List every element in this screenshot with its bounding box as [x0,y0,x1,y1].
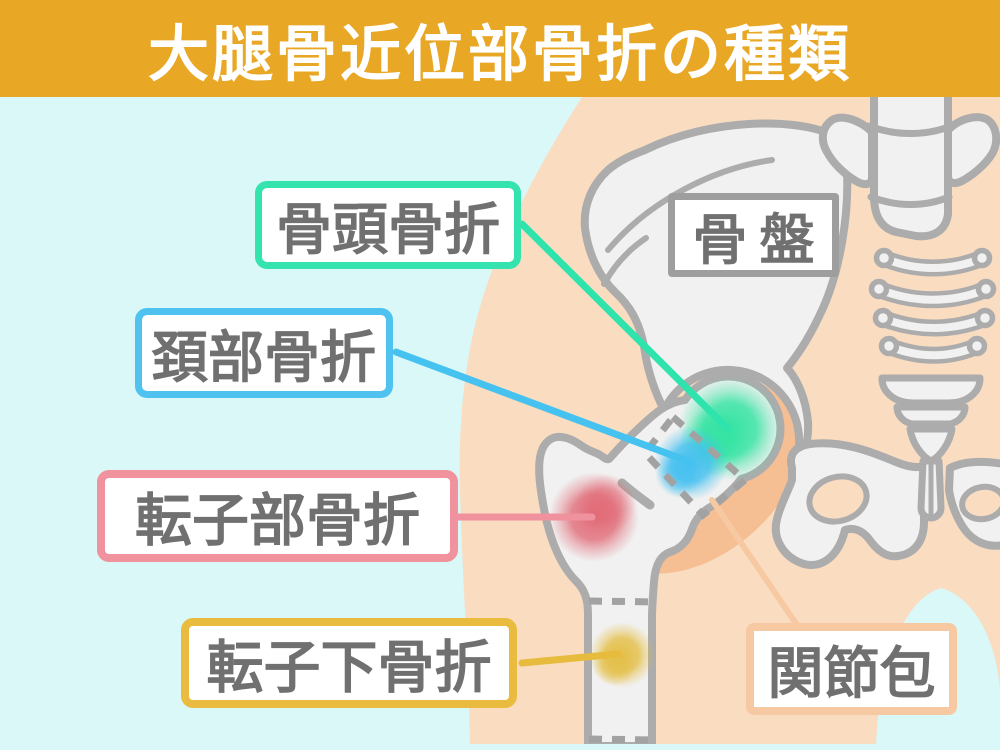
pointer-line-head-fracture [518,220,731,432]
neck-dashed-outline [640,411,751,520]
bottom-margin [0,744,1000,750]
obturator-foramen [806,473,870,525]
pointer-line-neck-fracture [392,348,694,466]
pointer-line-joint-capsule [709,497,802,631]
label-trochanteric-fracture: 転子部骨折 [97,470,458,562]
pointer-line-subtrochanteric-fracture [518,650,622,667]
sacrum-bone [868,247,997,522]
spine-bone [818,86,1000,241]
page-title: 大腿骨近位部骨折の種類 [147,20,852,88]
label-neck-fracture: 頚部骨折 [135,308,393,398]
label-pelvis: 骨盤 [668,193,839,277]
label-subtrochanteric-fracture: 転子下骨折 [181,618,517,708]
title-bar: 大腿骨近位部骨折の種類 [0,0,1000,97]
label-joint-capsule: 関節包 [746,623,957,715]
shaft-dashed-lines [588,597,657,744]
label-head-fracture: 骨頭骨折 [255,181,521,269]
pointer-lines [392,220,731,667]
